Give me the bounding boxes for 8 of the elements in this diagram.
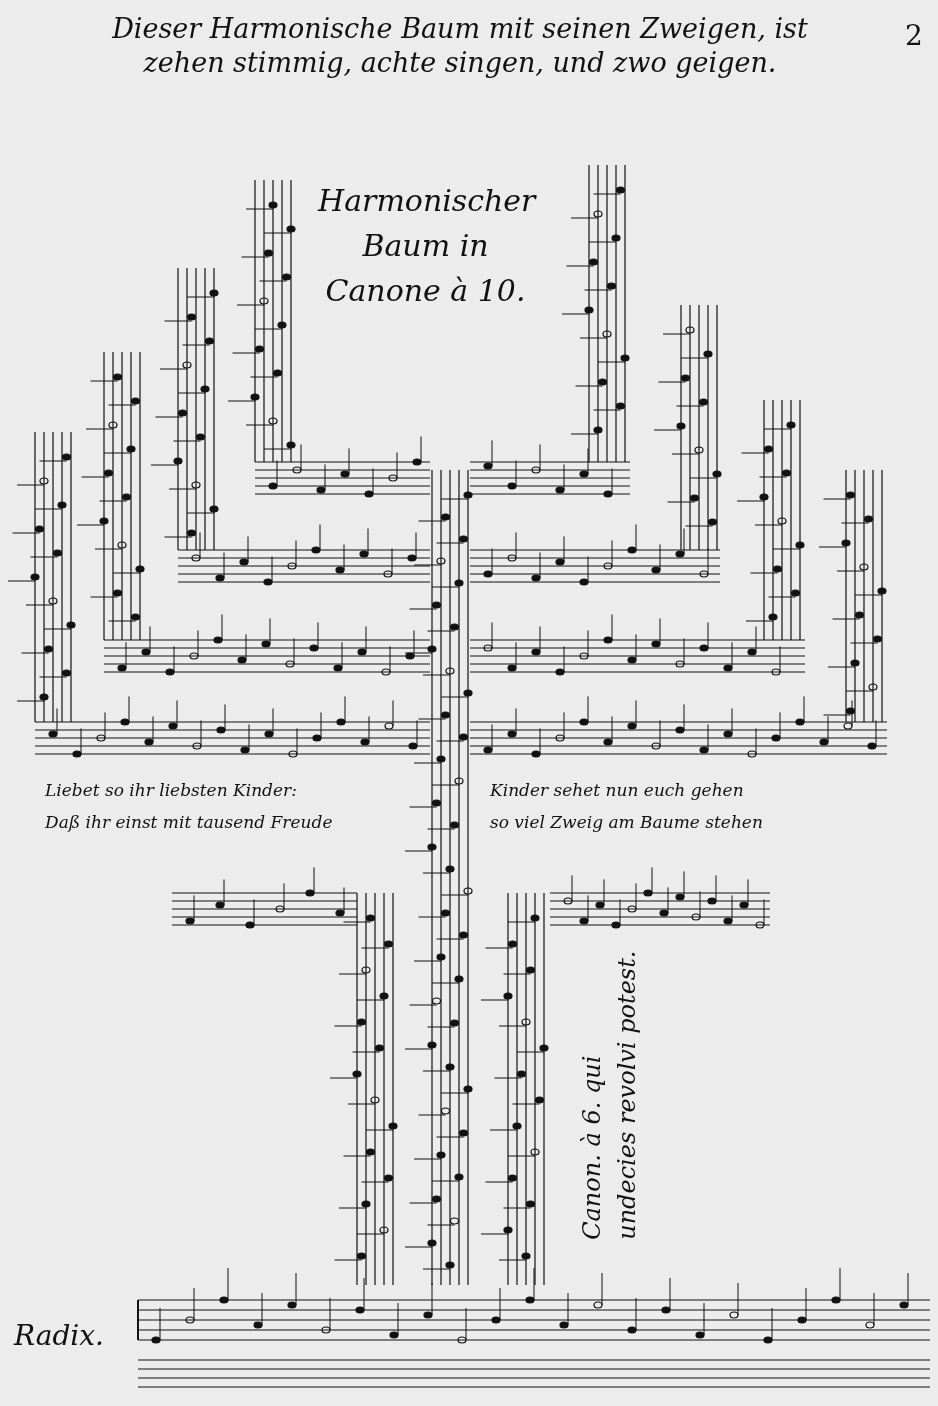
handwritten-heading: Dieser Harmonische Baum mit seinen Zweigen, ist zehen stimmig, achte singen, und zwo geigen.: [111, 12, 809, 80]
rotated-note: Canon. à 6. qui undecies revolvi potest.: [577, 949, 642, 1240]
lyrics-line: Liebet so ihr liebsten Kinder:: [45, 780, 298, 802]
lyrics-line: so viel Zweig am Baume stehen: [490, 812, 764, 834]
radix-label: Radix.: [14, 1318, 104, 1353]
page-number: 2: [905, 18, 923, 53]
lyrics-line: Kinder sehet nun euch gehen: [490, 780, 745, 802]
lyrics-line: Daß ihr einst mit tausend Freude: [45, 812, 334, 834]
